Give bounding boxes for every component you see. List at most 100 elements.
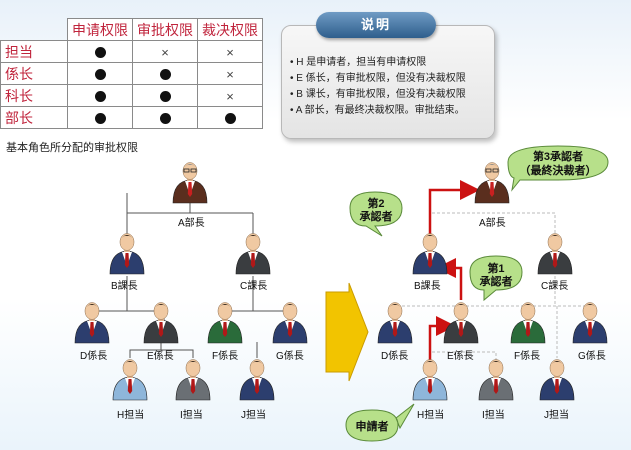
- org-label-d-left: D係長: [80, 350, 107, 362]
- person-figure-a-right: [474, 162, 510, 204]
- path-h-to-e: [428, 316, 456, 362]
- table-cell: [67, 84, 133, 107]
- explanation-line: • A 部长，有最终决裁权限。审批结束。: [290, 105, 465, 116]
- person-figure-g-right: [572, 302, 608, 344]
- bubble-approver3-line2: （最終決裁者）: [520, 163, 597, 177]
- person-figure-d-left: [74, 302, 110, 344]
- transition-arrow-icon: [325, 282, 369, 382]
- granted-dot-icon: [94, 47, 106, 59]
- explanation-title: 说明: [316, 12, 436, 38]
- explanation-line: • B 课长，有审批权限，但没有决裁权限: [290, 89, 466, 100]
- org-label-c-left: C課長: [240, 279, 267, 292]
- bubble-approver3-line1: 第3承認者: [533, 149, 583, 163]
- person-figure-a-left: [172, 162, 208, 204]
- person-figure-j-left: [239, 359, 275, 401]
- explanation-list: • H 是申请者，担当有申请权限 • E 係长，有审批权限，但没有决裁权限 • …: [290, 55, 466, 119]
- granted-dot-icon: [224, 113, 236, 125]
- explanation-line: • H 是申请者，担当有申请权限: [290, 57, 427, 68]
- org-label-g-left: G係長: [276, 350, 304, 362]
- bubble-approver2: 第2 承認者: [349, 191, 403, 237]
- explanation-line: • E 係长，有审批权限，但没有决裁权限: [290, 73, 466, 84]
- table-row: 部长: [0, 106, 263, 129]
- person-figure-c-left: [235, 233, 271, 275]
- granted-dot-icon: [159, 91, 171, 103]
- table-cell: [132, 84, 198, 107]
- table-cell: [132, 62, 198, 85]
- bubble-applicant-text: 申請者: [356, 419, 389, 433]
- org-label-a-right: A部長: [479, 216, 506, 229]
- table-cell: [67, 106, 133, 129]
- person-figure-i-left: [175, 359, 211, 401]
- explanation-panel: [281, 25, 495, 139]
- org-label-d-right: D係長: [381, 350, 408, 362]
- granted-dot-icon: [159, 113, 171, 125]
- denied-cross-icon: ×: [226, 44, 234, 60]
- table-caption: 基本角色所分配的审批权限: [6, 142, 138, 154]
- org-label-h-right: H担当: [417, 408, 444, 421]
- person-figure-g-left: [272, 302, 308, 344]
- org-label-i-left: I担当: [180, 408, 203, 421]
- table-cell: ×: [197, 40, 263, 63]
- bubble-approver3: 第3承認者 （最終決裁者）: [507, 145, 609, 192]
- approval-path: [428, 180, 480, 362]
- person-figure-b-left: [109, 233, 145, 275]
- bubble-approver2-line1: 第2: [367, 196, 384, 210]
- table-cell: [67, 62, 133, 85]
- table-header-cell: 申请权限: [67, 18, 133, 41]
- bubble-approver1-line2: 承認者: [480, 274, 513, 288]
- org-label-c-right: C課長: [541, 279, 568, 292]
- person-figure-f-right: [510, 302, 546, 344]
- table-row: 科长 ×: [0, 84, 263, 107]
- role-label: 係长: [0, 62, 68, 85]
- denied-cross-icon: ×: [161, 44, 169, 60]
- person-figure-d-right: [377, 302, 413, 344]
- org-label-f-right: F係長: [514, 350, 540, 362]
- bubble-approver1-line1: 第1: [487, 261, 504, 275]
- role-label: 担当: [0, 40, 68, 63]
- granted-dot-icon: [94, 91, 106, 103]
- granted-dot-icon: [94, 113, 106, 125]
- granted-dot-icon: [94, 69, 106, 81]
- org-label-e-left: E係長: [147, 350, 174, 362]
- table-cell: [67, 40, 133, 63]
- org-label-b-right: B課長: [414, 279, 441, 292]
- bubble-applicant: 申請者: [345, 403, 415, 442]
- org-label-i-right: I担当: [482, 408, 505, 421]
- denied-cross-icon: ×: [226, 88, 234, 104]
- org-label-j-right: J担当: [544, 408, 569, 421]
- table-cell: [132, 106, 198, 129]
- path-b-to-a: [428, 180, 480, 236]
- person-figure-j-right: [539, 359, 575, 401]
- table-row: 係长 ×: [0, 62, 263, 85]
- granted-dot-icon: [159, 69, 171, 81]
- table-header-row: 申请权限 审批权限 裁决权限: [0, 18, 263, 41]
- bubble-approver2-line2: 承認者: [360, 209, 393, 223]
- org-label-f-left: F係長: [212, 350, 238, 362]
- denied-cross-icon: ×: [226, 66, 234, 82]
- org-label-h-left: H担当: [117, 408, 144, 421]
- org-label-g-right: G係長: [578, 350, 606, 362]
- table-header-cell: 裁决权限: [197, 18, 263, 41]
- table-row: 担当 × ×: [0, 40, 263, 63]
- org-label-b-left: B課長: [111, 279, 138, 292]
- person-figure-e-right: [443, 302, 479, 344]
- bubble-approver1: 第1 承認者: [469, 255, 523, 302]
- org-label-j-left: J担当: [241, 408, 266, 421]
- person-figure-h-right: [412, 359, 448, 401]
- person-figure-c-right: [537, 233, 573, 275]
- role-label: 部长: [0, 106, 68, 129]
- person-figure-f-left: [207, 302, 243, 344]
- org-label-a-left: A部長: [178, 216, 205, 229]
- path-e-to-b: [436, 258, 463, 300]
- table-cell: ×: [197, 84, 263, 107]
- permission-table: 申请权限 审批权限 裁决权限 担当 × × 係长 × 科长 × 部长: [0, 18, 263, 129]
- person-figure-h-left: [112, 359, 148, 401]
- person-figure-i-right: [478, 359, 514, 401]
- table-cell: ×: [197, 62, 263, 85]
- role-label: 科长: [0, 84, 68, 107]
- person-figure-b-right: [412, 233, 448, 275]
- person-figure-e-left: [143, 302, 179, 344]
- table-cell: [197, 106, 263, 129]
- org-label-e-right: E係長: [447, 350, 474, 362]
